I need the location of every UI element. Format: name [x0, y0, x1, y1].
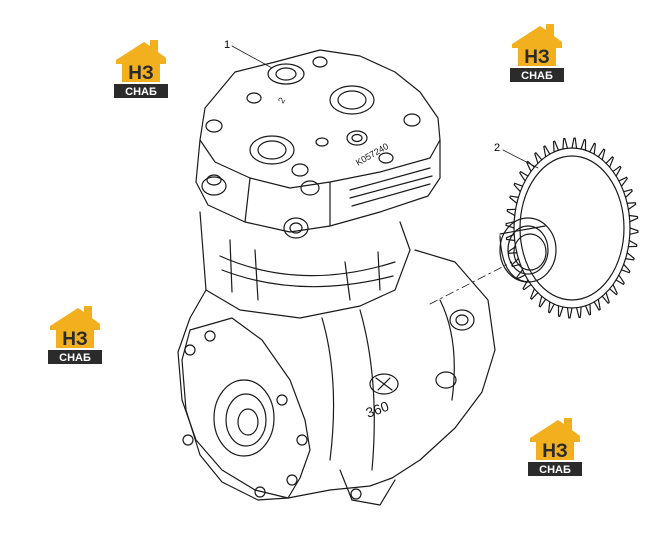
- nz-snab-logo: НЗ СНАБ: [44, 304, 106, 366]
- gear-tooth: [580, 138, 587, 151]
- gear-tooth: [562, 137, 569, 150]
- nz-snab-logo: НЗ СНАБ: [524, 416, 586, 478]
- gear-tooth: [571, 137, 578, 149]
- gear-tooth: [511, 258, 521, 268]
- gear-tooth: [624, 252, 635, 261]
- svg-text:НЗ: НЗ: [128, 63, 154, 84]
- gear-tooth: [605, 156, 614, 168]
- gear-tooth: [601, 292, 610, 304]
- gear-tooth: [593, 298, 601, 311]
- nz-snab-logo: НЗ СНАБ: [506, 22, 568, 84]
- gear-tooth: [519, 171, 529, 182]
- svg-text:СНАБ: СНАБ: [125, 86, 157, 98]
- port-mark-text: 2: [276, 96, 287, 105]
- gear-tooth: [513, 182, 524, 193]
- gear-tooth: [516, 269, 526, 280]
- gear-tooth: [618, 176, 628, 187]
- gear-tooth: [522, 279, 532, 291]
- leader-line-2: [502, 149, 539, 169]
- callout-2: 2: [494, 142, 501, 154]
- gear-part: [499, 137, 639, 319]
- gear-tooth: [575, 306, 582, 319]
- gear-tooth: [547, 301, 555, 314]
- gear-tooth: [505, 233, 516, 242]
- body-mark-text: 360: [364, 398, 392, 421]
- gear-tooth: [629, 227, 639, 235]
- svg-text:НЗ: НЗ: [524, 47, 550, 68]
- gear-teeth: [505, 137, 639, 319]
- air-compressor-part: [177, 49, 496, 506]
- gear-tooth: [615, 274, 625, 285]
- gear-tooth: [509, 195, 520, 204]
- gear-tooth: [557, 305, 564, 318]
- gear-tooth: [552, 140, 560, 153]
- gear-axis-line: [429, 261, 513, 305]
- gear-tooth: [584, 303, 592, 316]
- svg-text:СНАБ: СНАБ: [59, 352, 91, 364]
- gear-tooth: [589, 142, 597, 155]
- leader-line-1: [231, 45, 273, 69]
- gear-tooth: [612, 165, 622, 177]
- gear-tooth: [538, 295, 547, 308]
- gear-tooth: [623, 188, 633, 198]
- gear-tooth: [566, 307, 573, 319]
- gear-tooth: [609, 283, 618, 296]
- gear-tooth: [597, 148, 606, 161]
- callout-1: 1: [224, 39, 231, 51]
- svg-text:СНАБ: СНАБ: [521, 70, 553, 82]
- gear-tooth: [626, 202, 637, 210]
- gear-tooth: [530, 288, 539, 300]
- gear-tooth: [505, 221, 515, 229]
- gear-tooth: [628, 214, 639, 223]
- svg-text:НЗ: НЗ: [542, 441, 568, 462]
- nz-snab-logo: НЗ СНАБ: [110, 38, 172, 100]
- gear-tooth: [543, 145, 551, 158]
- svg-text:НЗ: НЗ: [62, 329, 88, 350]
- gear-tooth: [620, 263, 631, 274]
- gear-tooth: [534, 152, 543, 164]
- gear-tooth: [506, 208, 517, 217]
- svg-text:СНАБ: СНАБ: [539, 464, 571, 476]
- gear-tooth: [627, 239, 638, 248]
